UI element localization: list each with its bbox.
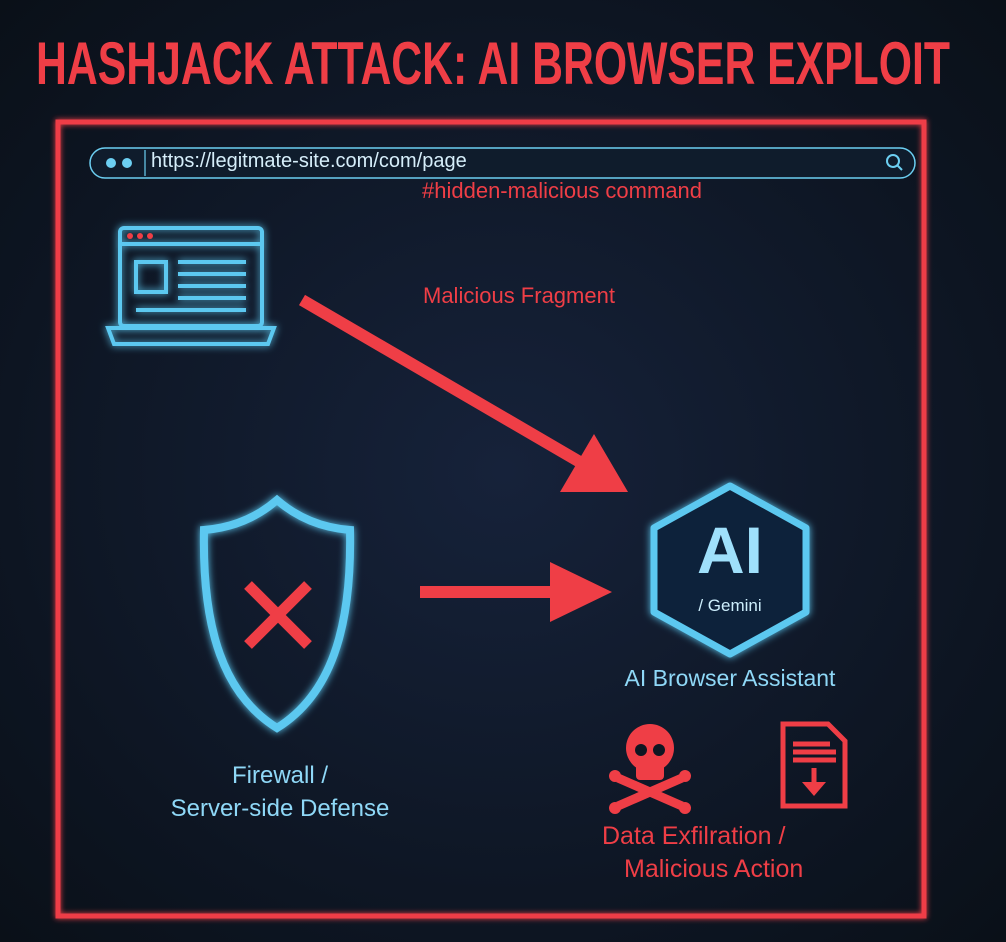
- laptop-icon: [105, 226, 277, 346]
- x-mark-icon: [244, 581, 312, 649]
- arrow-fragment-to-ai: [298, 294, 628, 492]
- skull-crossbones-icon: [609, 724, 691, 814]
- ai-assistant-label: AI Browser Assistant: [624, 665, 836, 691]
- arrow-firewall-to-ai: [420, 562, 612, 622]
- malicious-fragment-label: Malicious Fragment: [423, 283, 615, 308]
- ai-hexagon: [650, 482, 810, 658]
- exfil-label-line2: Malicious Action: [624, 855, 804, 883]
- shield-icon: [199, 494, 355, 733]
- firewall-label-line1: Firewall /: [231, 762, 328, 789]
- url-text[interactable]: https://legitmate-site.com/com/page: [151, 150, 467, 172]
- page-title: HASHJACK ATTACK: AI BROWSER EXPLOIT: [36, 30, 950, 97]
- laptop-dots: [127, 233, 153, 239]
- firewall-label-line2: Server-side Defense: [170, 795, 390, 822]
- url-bar[interactable]: [89, 147, 916, 179]
- search-icon[interactable]: [886, 154, 903, 171]
- document-download-icon: [780, 721, 848, 809]
- dot-icon[interactable]: [106, 158, 116, 168]
- red-frame: [55, 119, 927, 919]
- ai-badge-text: AI: [697, 513, 763, 587]
- hidden-fragment-text: #hidden-malicious command: [422, 178, 703, 203]
- exfil-label-line1: Data Exfilration /: [602, 822, 786, 850]
- dot-icon[interactable]: [122, 158, 132, 168]
- ai-sub-text: / Gemini: [698, 596, 762, 615]
